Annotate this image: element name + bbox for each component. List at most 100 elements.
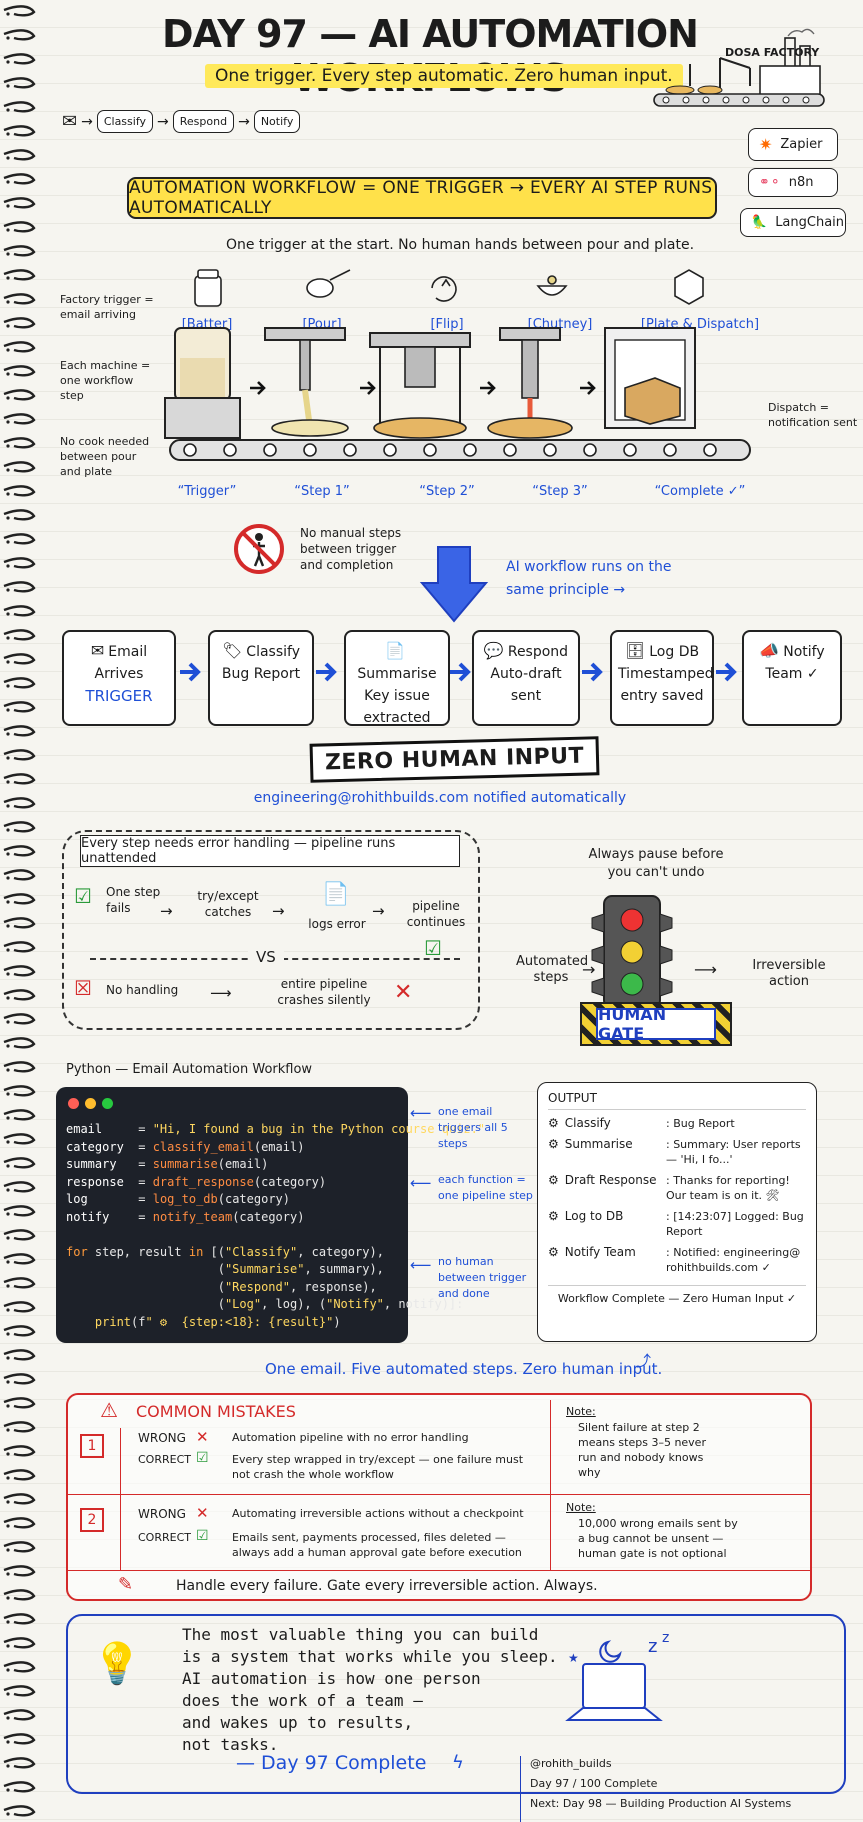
stage-flip: [Flip] xyxy=(430,317,464,332)
laptop-night-icon: z z ★ xyxy=(565,1630,669,1721)
step-2: “Step 2” xyxy=(419,484,475,499)
cross-box-icon: ☒ xyxy=(74,976,92,1000)
gear-icon: ⚙ xyxy=(548,1245,559,1259)
output-row: ⚙Classify: Bug Report xyxy=(548,1116,735,1130)
check-icon: ☑ xyxy=(196,1450,209,1466)
step-1: “Step 1” xyxy=(294,484,350,499)
mistake-2-wrong: Automating irreversible actions without … xyxy=(232,1507,524,1520)
gear-icon: ⚙ xyxy=(548,1116,559,1130)
no-person-icon xyxy=(234,524,284,574)
flow-arrow xyxy=(716,662,737,682)
tool-langchain: 🦜 LangChain xyxy=(740,208,846,237)
zapier-icon: ✷ xyxy=(759,135,773,154)
mistake-number: 1 xyxy=(80,1434,104,1458)
check-icon: ☑ xyxy=(74,884,92,908)
note-label: Note: xyxy=(566,1405,596,1418)
mini-flow-notify: Notify xyxy=(253,110,301,133)
mistakes-footer-divider xyxy=(66,1570,812,1571)
mistakes-title: COMMON MISTAKES xyxy=(136,1402,296,1421)
arrow-right-icon: → xyxy=(582,960,596,979)
svg-text:z: z xyxy=(662,1630,669,1646)
tag-icon: 🏷 xyxy=(221,641,243,660)
tool-n8n: ⚭⚬ n8n xyxy=(748,168,838,197)
tool-zapier: ✷ Zapier xyxy=(748,128,838,161)
progress: Day 97 / 100 Complete xyxy=(530,1777,658,1790)
flow-arrow xyxy=(316,662,337,682)
flow-notify: 📣Notify Team ✓ xyxy=(742,630,842,726)
flow-arrow xyxy=(450,662,471,682)
gate-left: Automated steps xyxy=(516,954,589,985)
flow-respond: 💬Respond Auto-draft sent xyxy=(472,630,580,726)
window-maximize-dot xyxy=(102,1098,113,1109)
mini-flow-respond: Respond xyxy=(172,110,235,133)
mistake-1-wrong: Automation pipeline with no error handli… xyxy=(232,1431,469,1444)
output-footer: Workflow Complete — Zero Human Input ✓ xyxy=(548,1285,806,1305)
output-panel: OUTPUT ⚙Classify: Bug Report ⚙Summarise:… xyxy=(537,1082,817,1342)
database-icon: 🗄 xyxy=(624,641,646,660)
correct-label: CORRECT xyxy=(138,1531,191,1544)
note-each-machine: Each machine = one workflow step xyxy=(60,359,151,402)
langchain-icon: 🦜 xyxy=(751,215,768,230)
lightning-icon: ϟ xyxy=(452,1752,464,1773)
arrow-right-icon: → xyxy=(160,902,173,920)
mistake-1-correct: Every step wrapped in try/except — one f… xyxy=(232,1453,524,1481)
step-trigger: “Trigger” xyxy=(177,484,237,499)
note-no-manual: No manual steps between trigger and comp… xyxy=(300,526,402,572)
arrow-left-icon: ⟵ xyxy=(410,1104,432,1122)
mistake-2-correct: Emails sent, payments processed, files d… xyxy=(232,1531,522,1559)
cross-icon: ✕ xyxy=(394,980,413,1005)
traffic-light-icon xyxy=(591,895,673,1037)
gate-right: Irreversible action xyxy=(752,958,826,989)
note-factory-trigger: Factory trigger = email arriving xyxy=(60,293,154,321)
output-row: ⚙Log to DB: [14:23:07] Logged: Bug Repor… xyxy=(548,1209,804,1238)
n8n-icon: ⚭⚬ xyxy=(759,175,781,190)
arrow-right-icon: → xyxy=(372,902,385,920)
human-gate-label: HUMAN GATE xyxy=(596,1005,716,1043)
one-email-caption: One email. Five automated steps. Zero hu… xyxy=(265,1360,663,1378)
code-note-2: each function = one pipeline step xyxy=(438,1173,533,1202)
flow-classify: 🏷Classify Bug Report xyxy=(208,630,314,726)
megaphone-icon: 📣 xyxy=(759,641,780,660)
window-minimize-dot xyxy=(85,1098,96,1109)
page-subtitle: One trigger. Every step automatic. Zero … xyxy=(205,64,683,88)
output-row: ⚙Notify Team: Notified: engineering@ roh… xyxy=(548,1245,801,1274)
document-icon: 📄 xyxy=(385,641,405,660)
pencil-icon: ✎ xyxy=(118,1574,134,1595)
cross-icon: ✕ xyxy=(196,1504,209,1522)
wrong-label: WRONG xyxy=(138,1507,186,1521)
mail-icon: ✉ xyxy=(62,111,78,132)
zero-human-input-stamp: ZERO HUMAN INPUT xyxy=(309,736,600,783)
common-mistakes-panel xyxy=(66,1393,812,1601)
good-step-fails: One step fails xyxy=(106,885,161,915)
trigger-caption: One trigger at the start. No human hands… xyxy=(225,237,695,253)
svg-text:★: ★ xyxy=(568,1651,579,1665)
log-file-icon: 📄 xyxy=(322,882,350,907)
note-principle: AI workflow runs on the same principle → xyxy=(506,559,672,598)
gear-icon: ⚙ xyxy=(548,1137,559,1151)
code-note-3: no human between trigger and done xyxy=(438,1255,527,1300)
mini-flow: ✉ → Classify → Respond → Notify xyxy=(62,110,301,133)
bad-crashes: entire pipeline crashes silently xyxy=(277,977,371,1007)
step-3: “Step 3” xyxy=(532,484,588,499)
speech-bubble-icon: 💬 xyxy=(483,641,504,660)
spiral-binding xyxy=(0,0,40,1822)
vs-label: VS xyxy=(248,948,284,966)
flow-arrow xyxy=(180,662,201,682)
check-icon: ☑ xyxy=(424,936,442,960)
bad-no-handling: No handling xyxy=(106,983,179,997)
check-icon: ☑ xyxy=(196,1528,209,1544)
error-handling-title: Every step needs error handling — pipeli… xyxy=(80,835,460,867)
flow-summarise: 📄Summarise Key issue extracted xyxy=(344,630,450,726)
wrong-label: WRONG xyxy=(138,1431,186,1445)
dosa-factory-line xyxy=(164,269,751,461)
flow-email-arrives: ✉Email Arrives TRIGGER xyxy=(62,630,176,726)
output-title: OUTPUT xyxy=(548,1091,806,1110)
flow-log-db: 🗄Log DB Timestamped entry saved xyxy=(610,630,714,726)
svg-text:z: z xyxy=(648,1636,657,1657)
handle: @rohith_builds xyxy=(530,1757,612,1770)
flow-arrow xyxy=(582,662,603,682)
next-day: Next: Day 98 — Building Production AI Sy… xyxy=(530,1797,792,1810)
mistakes-footer: Handle every failure. Gate every irrever… xyxy=(176,1578,598,1594)
mistakes-right-divider xyxy=(550,1400,551,1570)
error-handling-panel xyxy=(62,830,480,1030)
